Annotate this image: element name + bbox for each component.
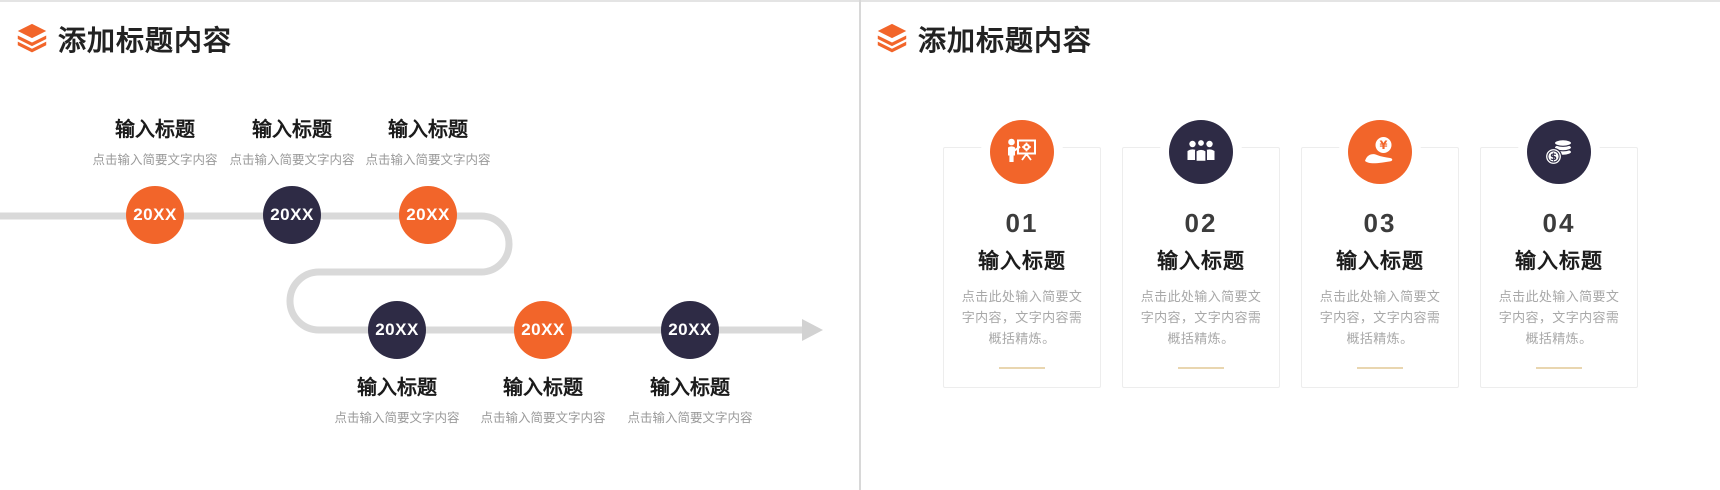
hand-coin-icon: ¥ bbox=[1365, 137, 1393, 164]
layers-icon bbox=[17, 23, 47, 53]
timeline-label: 输入标题 点击输入简要文字内容 bbox=[70, 116, 240, 169]
node-year: 20XX bbox=[375, 320, 419, 339]
slide-cards[interactable]: 添加标题内容 01 输入标题 点击此处输入简要文字内容，文字内容需概括精炼。 0… bbox=[860, 0, 1720, 490]
node-year: 20XX bbox=[270, 205, 314, 224]
card-badge: $ bbox=[1527, 120, 1591, 184]
node-year: 20XX bbox=[133, 205, 177, 224]
item-title: 输入标题 bbox=[357, 377, 437, 399]
node-year: 20XX bbox=[521, 320, 565, 339]
timeline-node[interactable]: 20XX bbox=[368, 301, 426, 359]
card-accent-line bbox=[999, 367, 1045, 369]
team-icon bbox=[1187, 138, 1215, 163]
card-badge bbox=[990, 120, 1054, 184]
timeline-node[interactable]: 20XX bbox=[514, 301, 572, 359]
timeline-label: 输入标题 点击输入简要文字内容 bbox=[207, 116, 377, 169]
card-03[interactable]: 03 输入标题 点击此处输入简要文字内容，文字内容需概括精炼。 bbox=[1301, 147, 1459, 388]
card-accent-line bbox=[1536, 367, 1582, 369]
coins-icon: $ bbox=[1544, 139, 1573, 166]
slide-header: 添加标题内容 bbox=[16, 21, 232, 57]
node-year: 20XX bbox=[406, 205, 450, 224]
card-desc: 点击此处输入简要文字内容，文字内容需概括精炼。 bbox=[1498, 289, 1620, 346]
item-title: 输入标题 bbox=[115, 119, 195, 141]
timeline-label: 输入标题 点击输入简要文字内容 bbox=[343, 116, 513, 169]
page-title: 添加标题内容 bbox=[58, 25, 233, 56]
timeline-label: 输入标题 点击输入简要文字内容 bbox=[458, 374, 628, 427]
timeline-node[interactable]: 20XX bbox=[399, 186, 457, 244]
card-title: 输入标题 bbox=[1336, 250, 1424, 273]
card-desc: 点击此处输入简要文字内容，文字内容需概括精炼。 bbox=[1319, 289, 1441, 346]
slide-divider bbox=[859, 0, 861, 490]
item-title: 输入标题 bbox=[388, 119, 468, 141]
timeline-node[interactable]: 20XX bbox=[263, 186, 321, 244]
slide-timeline[interactable]: 添加标题内容 20XX 20XX 20XX 20XX 20XX 20XX 输入标… bbox=[0, 0, 860, 490]
card-desc: 点击此处输入简要文字内容，文字内容需概括精炼。 bbox=[1140, 289, 1262, 346]
card-accent-line bbox=[1357, 367, 1403, 369]
item-desc: 点击输入简要文字内容 bbox=[627, 411, 753, 425]
timeline-label: 输入标题 点击输入简要文字内容 bbox=[605, 374, 775, 427]
card-badge bbox=[1169, 120, 1233, 184]
item-title: 输入标题 bbox=[252, 119, 332, 141]
card-accent-line bbox=[1178, 367, 1224, 369]
card-number: 04 bbox=[1542, 208, 1576, 238]
card-number: 03 bbox=[1363, 208, 1397, 238]
presentation-icon bbox=[1008, 138, 1036, 162]
card-title: 输入标题 bbox=[1515, 250, 1603, 273]
item-desc: 点击输入简要文字内容 bbox=[92, 153, 218, 167]
node-year: 20XX bbox=[668, 320, 712, 339]
item-desc: 点击输入简要文字内容 bbox=[365, 153, 491, 167]
item-title: 输入标题 bbox=[650, 377, 730, 399]
layers-icon bbox=[877, 23, 907, 53]
card-number: 02 bbox=[1184, 208, 1218, 238]
timeline-node[interactable]: 20XX bbox=[126, 186, 184, 244]
item-title: 输入标题 bbox=[503, 377, 583, 399]
card-badge: ¥ bbox=[1348, 120, 1412, 184]
arrow-icon bbox=[802, 319, 823, 341]
card-title: 输入标题 bbox=[978, 250, 1066, 273]
svg-text:¥: ¥ bbox=[1379, 138, 1387, 152]
timeline-node[interactable]: 20XX bbox=[661, 301, 719, 359]
item-desc: 点击输入简要文字内容 bbox=[229, 153, 355, 167]
item-desc: 点击输入简要文字内容 bbox=[334, 411, 460, 425]
slide-header: 添加标题内容 bbox=[876, 21, 1092, 57]
svg-text:$: $ bbox=[1550, 152, 1557, 163]
card-number: 01 bbox=[1005, 208, 1039, 238]
item-desc: 点击输入简要文字内容 bbox=[480, 411, 606, 425]
page-title: 添加标题内容 bbox=[918, 25, 1093, 56]
timeline-label: 输入标题 点击输入简要文字内容 bbox=[312, 374, 482, 427]
card-desc: 点击此处输入简要文字内容，文字内容需概括精炼。 bbox=[961, 289, 1083, 346]
card-04[interactable]: 04 输入标题 点击此处输入简要文字内容，文字内容需概括精炼。 bbox=[1480, 147, 1638, 388]
card-title: 输入标题 bbox=[1157, 250, 1245, 273]
card-02[interactable]: 02 输入标题 点击此处输入简要文字内容，文字内容需概括精炼。 bbox=[1122, 147, 1280, 388]
